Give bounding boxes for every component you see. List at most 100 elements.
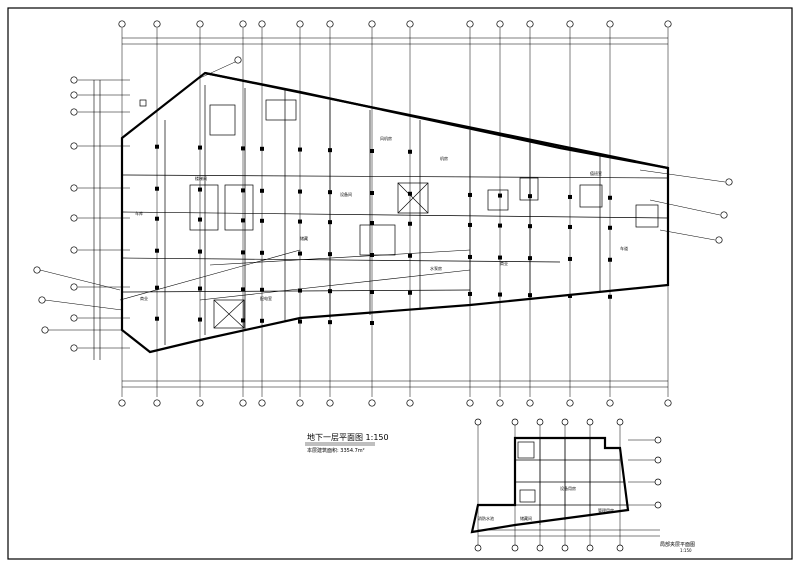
column [198, 286, 202, 291]
column [241, 250, 245, 255]
column [408, 221, 412, 226]
grid-bubble [70, 314, 78, 322]
column [241, 318, 245, 323]
grid-bubble [153, 20, 161, 28]
grid-bubble [715, 236, 723, 244]
column [241, 146, 245, 151]
inset-room-label: 消防水池 [478, 515, 494, 521]
grid-bubble [368, 399, 376, 407]
column [468, 222, 472, 227]
column [568, 293, 572, 298]
column [298, 288, 302, 293]
column [468, 254, 472, 259]
grid-bubble [41, 326, 49, 334]
grid-bubble [466, 399, 474, 407]
grid-bubble [536, 418, 544, 426]
room-label: 储藏 [300, 235, 308, 241]
grid-bubble [561, 418, 569, 426]
column [155, 248, 159, 253]
inset-room-label: 储藏间 [520, 515, 532, 521]
grid-bubble [466, 20, 474, 28]
grid-bubble [561, 544, 569, 552]
column [298, 147, 302, 152]
grid-bubble [720, 211, 728, 219]
grid-bubble [616, 418, 624, 426]
column [498, 193, 502, 198]
grid-bubble [239, 20, 247, 28]
grid-bubble [38, 296, 46, 304]
grid-bubble [606, 399, 614, 407]
column [328, 148, 332, 153]
inset-room-label: 设备用房 [560, 485, 576, 491]
column [198, 217, 202, 222]
column [408, 253, 412, 258]
inset-scale: 1:150 [680, 548, 692, 553]
column [370, 253, 374, 257]
room-labels: 车库 设备间 楼梯间 机房 商业 储藏 值班室 水泵房 配电室 风机房 车道 商… [135, 135, 628, 301]
grid-bubble [296, 399, 304, 407]
column [328, 190, 332, 195]
grid-bubble [118, 399, 126, 407]
grid-bubble [566, 399, 574, 407]
column [528, 293, 532, 298]
column [568, 194, 572, 199]
column [241, 188, 245, 193]
grid-bubble [70, 283, 78, 291]
structural-columns [155, 144, 612, 325]
grid-bubble [70, 76, 78, 84]
column [328, 220, 332, 225]
column [260, 287, 264, 292]
inset-title: 局部夹层平面图 [660, 541, 695, 548]
grid-line [44, 299, 123, 311]
room-label: 机房 [440, 155, 448, 161]
grid-bubble [586, 418, 594, 426]
grid-bubble [664, 20, 672, 28]
grid-bubble [234, 56, 242, 64]
grid-bubble [654, 501, 662, 509]
column [198, 317, 202, 322]
column [468, 192, 472, 197]
column [528, 194, 532, 199]
column [370, 290, 374, 294]
grid-bubble [654, 436, 662, 444]
column [608, 257, 612, 262]
interior-walls [119, 85, 669, 345]
grid-bubble [258, 20, 266, 28]
grid-bubble [606, 20, 614, 28]
column [370, 191, 374, 195]
column [241, 287, 245, 292]
dimension-lines [93, 37, 668, 388]
column [260, 250, 264, 255]
drawing-subtitle: 本层建筑面积: 3354.7m² [307, 447, 365, 454]
room-label: 设备间 [340, 191, 352, 197]
column [370, 321, 374, 325]
room-label: 水泵房 [430, 265, 442, 271]
grid-bubble [70, 142, 78, 150]
grid-bubble [118, 20, 126, 28]
column [608, 195, 612, 200]
column [568, 224, 572, 229]
grid-bubble [664, 399, 672, 407]
grid-bubble [654, 478, 662, 486]
column [155, 285, 159, 290]
grid-line [659, 229, 716, 241]
column [260, 318, 264, 323]
grid-bubble [70, 214, 78, 222]
grid-bubble [511, 418, 519, 426]
inset-room-label: 管理用房 [598, 507, 614, 513]
grid-bubble [616, 544, 624, 552]
column [155, 316, 159, 321]
column [241, 218, 245, 223]
grid-bubble [326, 20, 334, 28]
grid-bubble [566, 20, 574, 28]
column [408, 191, 412, 196]
column [328, 252, 332, 257]
grid-bubble [725, 178, 733, 186]
column [528, 224, 532, 229]
sheet-border [7, 7, 793, 560]
column [498, 292, 502, 297]
grid-bubble [70, 246, 78, 254]
room-label: 配电室 [260, 295, 272, 301]
grid-bubble [70, 108, 78, 116]
inset-grid-lines [474, 418, 662, 552]
